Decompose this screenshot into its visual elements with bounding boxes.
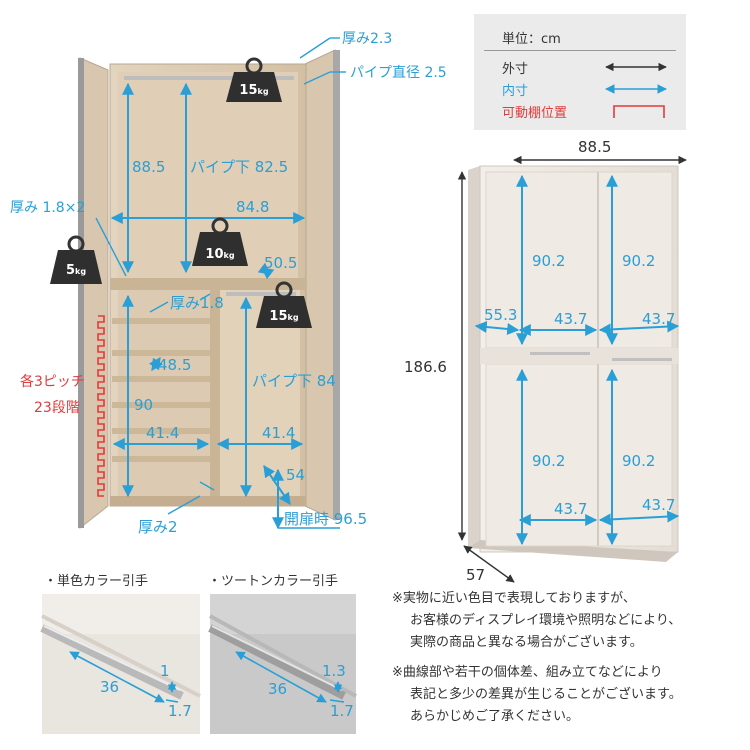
upper-left-width: 43.7 [554, 310, 587, 328]
pitch-label-line2: 23段階 [34, 400, 80, 416]
lower-right-height: 90.2 [622, 452, 655, 470]
open-depth: 開扉時 96.5 [284, 510, 367, 528]
lower-left-height-right: 90.2 [532, 452, 565, 470]
pipe-under-upper: パイプ下 82.5 [190, 158, 288, 176]
legend-inner: 内寸 [502, 84, 529, 99]
mid-depth: 50.5 [264, 254, 297, 272]
pitch-labels: 各3ピッチ 23段階 [20, 374, 85, 416]
two-tone-handle-height: 1.3 [322, 662, 346, 680]
pipe-diameter: パイプ直径 2.5 [350, 64, 447, 81]
right-outer-labels: 88.5 186.6 57 [404, 138, 611, 584]
lower-left-width-right: 43.7 [554, 500, 587, 518]
right-dimension-labels: 90.2 90.2 90.2 90.2 55.3 43.7 43.7 43.7 … [484, 252, 675, 518]
side-thickness: 厚み 1.8×2 [10, 200, 85, 216]
two-tone-handle-title: ・ツートンカラー引手 [208, 574, 339, 589]
door-depth: 54 [286, 466, 305, 484]
right-outer-lines [457, 155, 687, 583]
upper-right-width: 43.7 [642, 310, 675, 328]
single-handle-depth: 1.7 [168, 702, 192, 720]
shelf-pitch-scale [97, 315, 105, 497]
left-dimension-labels: 厚み2.3 パイプ直径 2.5 88.5 パイプ下 82.5 厚み 1.8×2 … [10, 31, 447, 536]
note-line: 実際の商品と異なる場合がございます。 [410, 635, 643, 650]
lower-left-width: 41.4 [146, 424, 179, 442]
two-tone-handle-depth: 1.7 [330, 702, 354, 720]
board-top-thickness: 厚み2.3 [342, 31, 392, 47]
shelf-depth: 48.5 [158, 356, 191, 374]
lower-right-width-right: 43.7 [642, 496, 675, 514]
outer-depth: 57 [466, 566, 485, 584]
note-line: あらかじめご了承ください。 [410, 709, 580, 724]
notes-block: ※実物に近い色目で表現しておりますが、 お客様のディスプレイ環境や照明などにより… [392, 588, 742, 728]
open-cabinet-illustration [78, 49, 340, 530]
upper-right-height: 90.2 [622, 252, 655, 270]
svg-text:15kg: 15kg [269, 309, 298, 324]
svg-text:10kg: 10kg [205, 247, 234, 262]
outer-width: 88.5 [578, 138, 611, 156]
weight-icon-middle: 10kg [192, 217, 248, 266]
legend-symbols [605, 62, 667, 118]
pipe-under-lower: パイプ下 84 [252, 372, 336, 390]
note-line: ※実物に近い色目で表現しておりますが、 [392, 591, 636, 606]
legend-divider [484, 50, 676, 51]
pitch-label-line1: 各3ピッチ [20, 374, 85, 390]
handle-single-photo: 36 1 1.7 [40, 594, 201, 734]
note-line: ※曲線部や若干の個体差、組み立てなどにより [392, 665, 663, 680]
note-line: お客様のディスプレイ環境や照明などにより、 [410, 613, 682, 628]
handle-two-tone-photo: 36 1.3 1.7 [208, 594, 357, 734]
lower-right-width: 41.4 [262, 424, 295, 442]
upper-height: 88.5 [132, 158, 165, 176]
weight-icon-side: 5kg [50, 235, 102, 284]
legend-unit: 単位：cm [502, 32, 561, 47]
left-dimension-lines [95, 37, 346, 530]
upper-width: 84.8 [236, 198, 269, 216]
lower-left-height: 90 [134, 396, 153, 414]
shelf-thickness: 厚み1.8 [170, 294, 224, 312]
legend-shelf: 可動棚位置 [502, 106, 568, 121]
weight-icon-top: 15kg [226, 57, 282, 102]
svg-text:15kg: 15kg [239, 83, 268, 98]
right-dimension-lines [474, 174, 680, 546]
mid-depth-right: 55.3 [484, 306, 517, 324]
bottom-thickness: 厚み2 [138, 518, 178, 536]
svg-text:5kg: 5kg [66, 263, 86, 278]
two-tone-handle-length: 36 [268, 680, 287, 698]
legend-box: 単位：cm 外寸 内寸 可動棚位置 [474, 14, 686, 130]
single-handle-title: ・単色カラー引手 [44, 574, 149, 589]
outer-height: 186.6 [404, 358, 447, 376]
upper-left-height: 90.2 [532, 252, 565, 270]
weight-icon-lower-right: 15kg [256, 281, 312, 328]
single-handle-height: 1 [160, 662, 170, 680]
single-handle-length: 36 [100, 678, 119, 696]
legend-outer: 外寸 [502, 62, 529, 77]
note-line: 表記と多少の差異が生じることがございます。 [410, 687, 682, 702]
